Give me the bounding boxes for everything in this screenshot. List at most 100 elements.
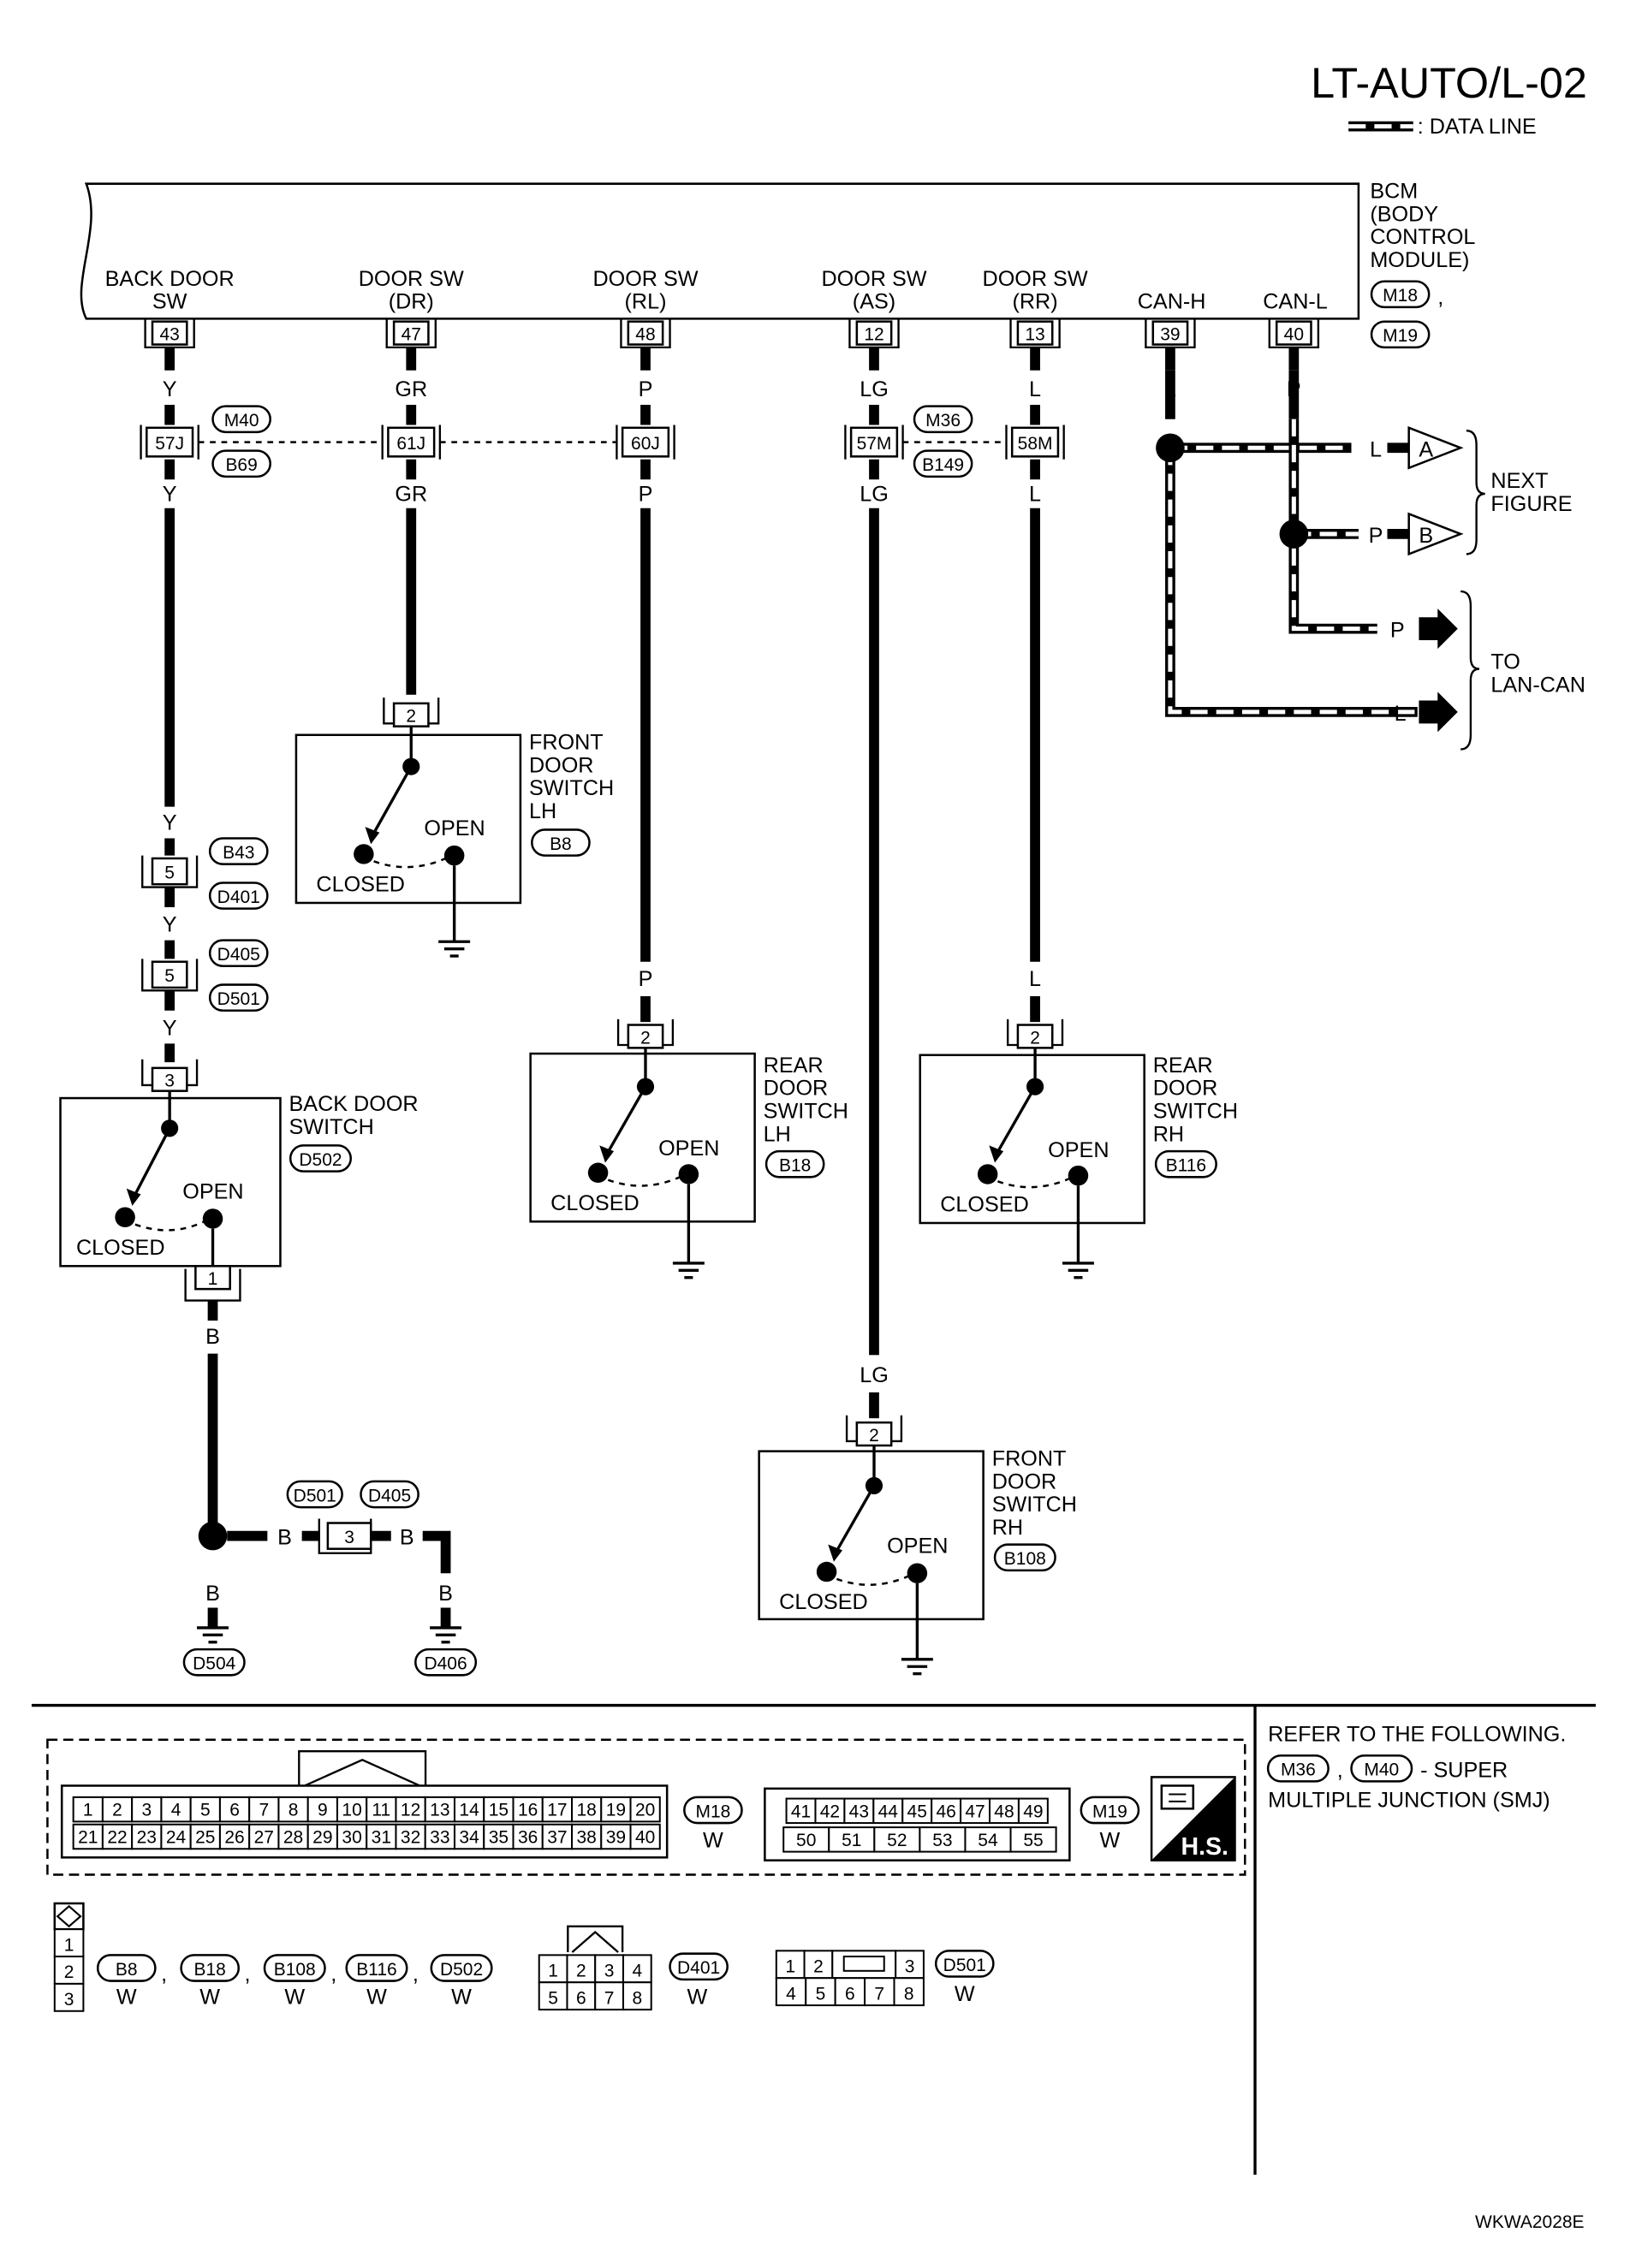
arrow-a-icon [1407,425,1464,470]
connector-d502: D502 [299,1150,342,1170]
m19-pin-44: 44 [872,1797,904,1825]
connector-d401: D401 [217,888,260,907]
svg-text:34: 34 [459,1828,479,1848]
m18-pin-11: 11 [366,1796,397,1823]
diagram-code: WKWA2028E [1475,2212,1585,2232]
d501-pin-2: 2 [803,1950,834,1980]
m18-pin-40: 40 [629,1823,661,1850]
m18-pin-31: 31 [366,1823,397,1850]
bcm-terminal-labels: BACK DOOR SW DOOR SW (DR) DOOR SW (RL) D… [105,267,1328,314]
three-pin-comma-3: , [413,1962,419,1986]
svg-text:55: 55 [1023,1831,1043,1850]
m19-pin-43: 43 [843,1797,875,1825]
junction-60j: 60J [616,425,675,460]
m18-pin-26: 26 [218,1823,251,1850]
d501-pin-5: 5 [805,1977,836,2007]
svg-text:3: 3 [604,1962,615,1981]
svg-text:M40: M40 [224,411,259,430]
svg-text:39: 39 [606,1828,626,1848]
svg-text:B: B [400,1526,414,1550]
svg-text:(AS): (AS) [853,290,895,314]
junction-57m: 57M [844,425,904,460]
svg-text:DOOR SW: DOOR SW [983,267,1088,291]
svg-text:B8: B8 [116,1960,138,1980]
m19-pin-46: 46 [931,1797,962,1825]
m19-pin-52: 52 [873,1826,921,1853]
svg-text:H.S.: H.S. [1181,1833,1228,1861]
m18-pin-35: 35 [483,1823,515,1850]
svg-text:2: 2 [1030,1028,1040,1048]
m18-pin-2: 2 [101,1796,134,1823]
svg-text:DOOR: DOOR [1153,1077,1218,1101]
svg-text:50: 50 [796,1831,816,1850]
pin-47: 47 [385,318,437,349]
svg-text:27: 27 [254,1828,274,1848]
junction-58m: 58M [1005,425,1065,460]
svg-text:W: W [1100,1829,1121,1853]
m19-pin-41: 41 [785,1797,817,1825]
svg-text:MODULE): MODULE) [1370,248,1469,272]
svg-text:15: 15 [489,1801,509,1820]
svg-text:LG: LG [860,482,889,506]
three-pin-col: 123 [53,1928,85,2012]
d401-pin-8: 8 [622,1981,652,2011]
svg-text:2: 2 [813,1957,824,1977]
svg-text:OPEN: OPEN [424,816,485,840]
svg-text:CLOSED: CLOSED [940,1193,1029,1217]
svg-text:Y: Y [163,482,177,506]
svg-text:13: 13 [430,1801,449,1820]
bcm-box [80,182,1360,320]
svg-text:L: L [1029,377,1041,401]
connector-d501-joint: D501 [294,1486,336,1505]
svg-text:2: 2 [640,1028,651,1048]
svg-text:B: B [205,1325,220,1349]
m18-pin-32: 32 [395,1823,426,1850]
svg-text:LH: LH [529,799,556,823]
tag-m36: M36 [913,405,973,434]
svg-text:47: 47 [965,1802,985,1821]
connector-d405-joint: D405 [368,1486,411,1505]
svg-text:L: L [1370,437,1382,461]
connector-b116: B116 [1166,1156,1206,1176]
svg-text:B149: B149 [922,455,964,475]
bcm-pins: 43 47 48 12 13 39 40 [144,318,1320,349]
m18-pin-23: 23 [131,1823,163,1850]
svg-text:DOOR: DOOR [992,1469,1057,1493]
svg-text:W: W [366,1985,387,2009]
svg-text:B18: B18 [194,1960,226,1980]
m18-pin-13: 13 [424,1796,455,1823]
d401-pin-4: 4 [622,1954,652,1984]
svg-text:2: 2 [869,1426,879,1446]
svg-text:40: 40 [1284,325,1304,345]
svg-text:61J: 61J [396,434,425,454]
svg-text:- SUPER: - SUPER [1420,1758,1508,1782]
m19-pin-55: 55 [1009,1826,1057,1853]
svg-text:B: B [205,1582,220,1606]
d401-pin-2: 2 [566,1954,597,1984]
d501-key [831,1950,897,1980]
svg-text:SWITCH: SWITCH [529,776,614,800]
svg-text:L: L [1395,702,1407,726]
svg-text:M36: M36 [925,411,961,430]
m18-pin-18: 18 [571,1796,603,1823]
pin-13: 13 [1009,318,1061,349]
m18-pin-27: 27 [248,1823,280,1850]
back-door-chain: Y 5 B43 D401 Y 5 D405 D501 Y [141,810,269,1063]
svg-text:8: 8 [904,1984,914,2004]
m18-pin-28: 28 [277,1823,309,1850]
main-wires [164,508,1040,1356]
svg-text:(RL): (RL) [625,290,667,314]
connector-d501: D501 [217,989,260,1009]
ground-section: B B 3 D501 D405 B B B D504 D406 [182,1300,478,1677]
svg-text:B: B [277,1526,292,1550]
d501-pin-3: 3 [895,1950,925,1980]
svg-text:W: W [955,1982,975,2006]
svg-text:CLOSED: CLOSED [550,1191,640,1215]
svg-text:21: 21 [78,1828,98,1848]
svg-text:8: 8 [289,1801,299,1820]
